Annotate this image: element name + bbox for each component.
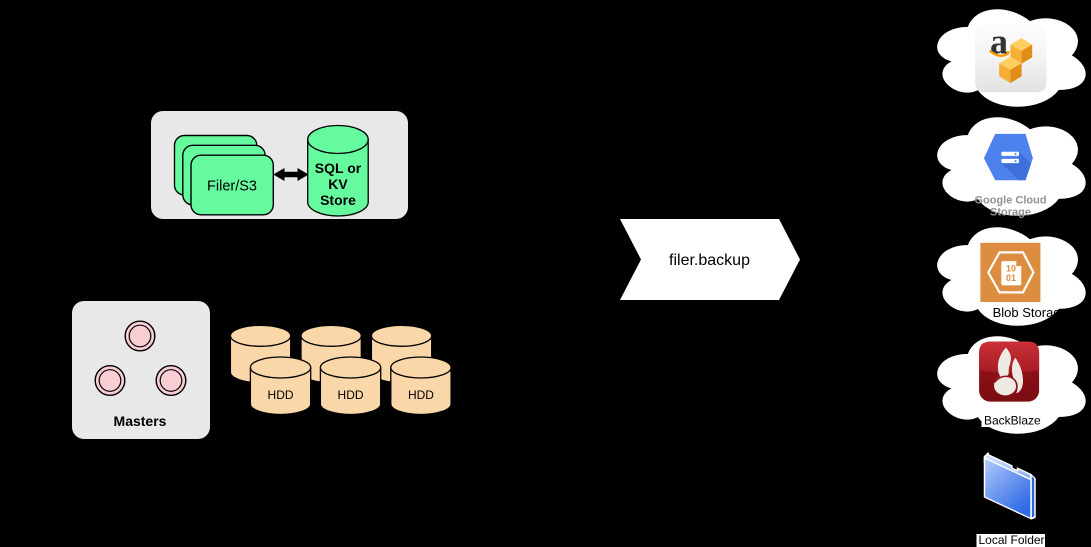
svg-text:01: 01 — [1006, 273, 1016, 283]
svg-text:KV: KV — [328, 176, 348, 192]
svg-text:a: a — [990, 22, 1008, 62]
svg-text:filer.backup: filer.backup — [669, 252, 750, 269]
svg-text:Google Cloud: Google Cloud — [974, 195, 1046, 207]
svg-text:HDD: HDD — [338, 388, 364, 402]
svg-text:SQL or: SQL or — [315, 160, 362, 176]
svg-text:Masters: Masters — [114, 413, 167, 429]
svg-text:10: 10 — [1006, 264, 1016, 274]
svg-text:HDD: HDD — [408, 388, 434, 402]
svg-text:Local Folder: Local Folder — [979, 533, 1045, 547]
svg-text:HDD: HDD — [268, 388, 294, 402]
svg-text:Store: Store — [320, 192, 356, 208]
svg-text:Storage: Storage — [990, 207, 1031, 219]
svg-text:Blob Storage: Blob Storage — [993, 305, 1068, 320]
svg-text:Filer/S3: Filer/S3 — [207, 179, 257, 195]
svg-text:BackBlaze: BackBlaze — [984, 414, 1041, 428]
